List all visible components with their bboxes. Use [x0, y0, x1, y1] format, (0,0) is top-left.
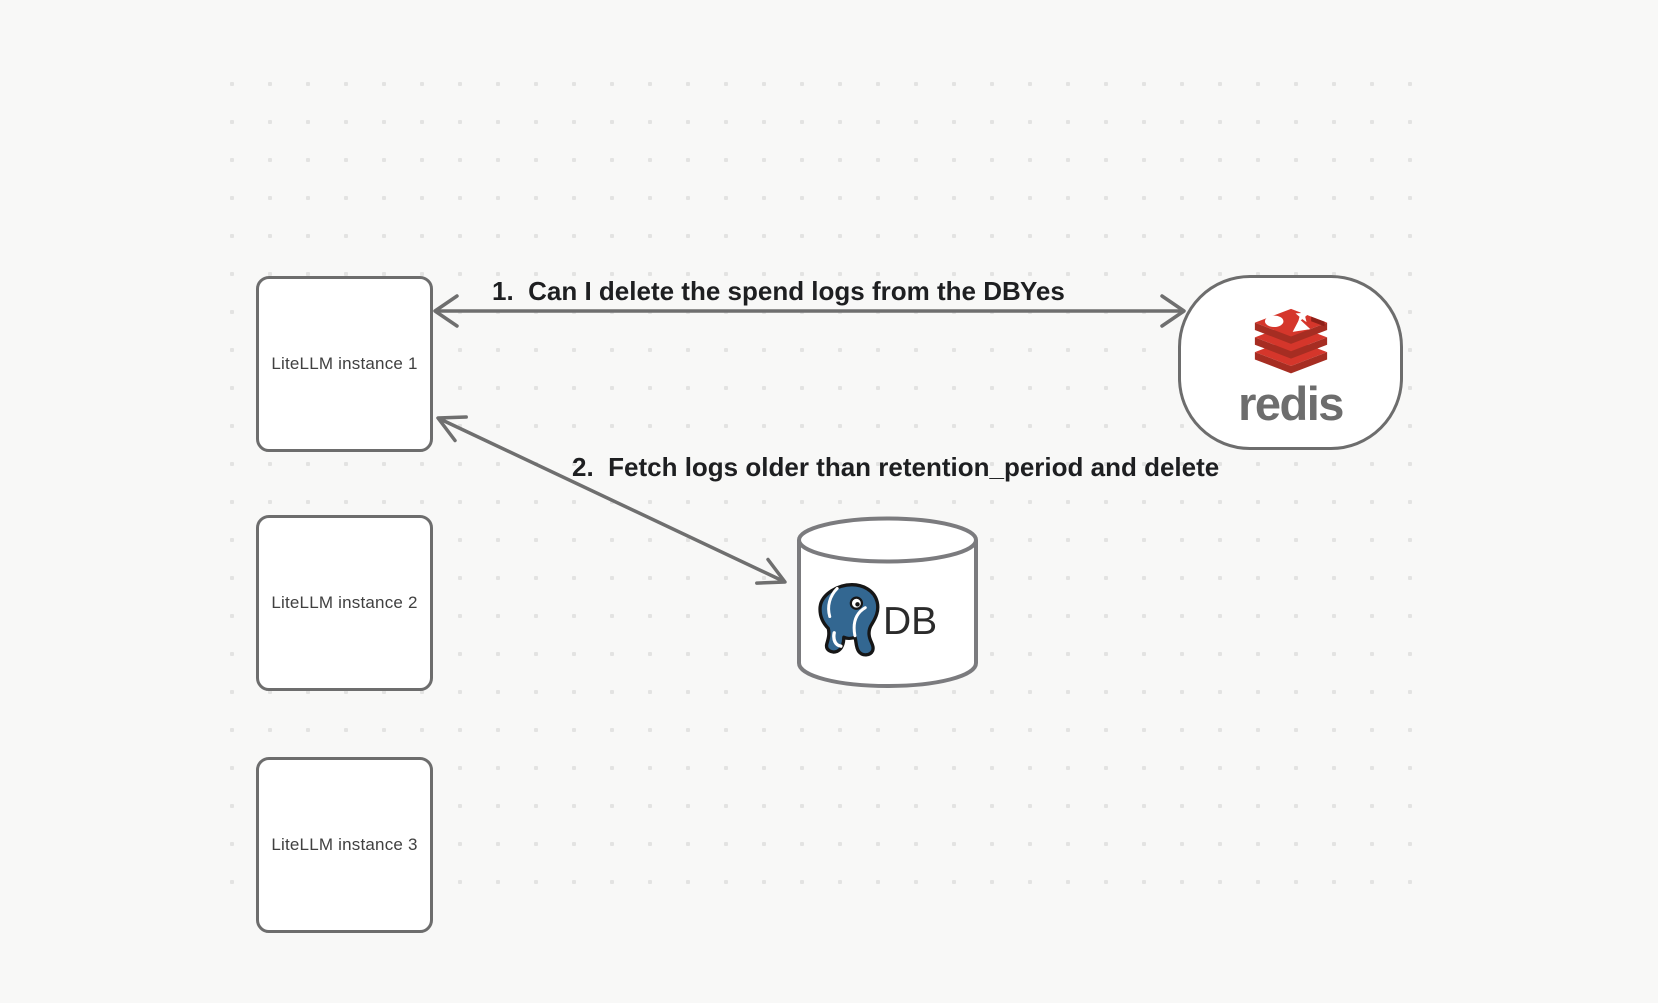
arrow-2-label[interactable]: 2. Fetch logs older than retention_perio…	[572, 452, 1220, 482]
arrow-1[interactable]	[433, 294, 1186, 328]
redis-wordmark: redis	[1238, 377, 1344, 430]
postgresql-logo-icon	[812, 581, 886, 663]
db-label: DB	[883, 600, 938, 643]
node-label: LiteLLM instance 1	[271, 354, 418, 373]
node-label: LiteLLM instance 2	[271, 593, 418, 612]
node-litellm-instance-1[interactable]: LiteLLM instance 1	[256, 276, 433, 452]
redis-logo-icon	[1249, 307, 1333, 382]
arrow-2[interactable]	[436, 415, 787, 585]
node-redis[interactable]: redis	[1178, 275, 1403, 450]
db-cylinder-shape	[797, 516, 978, 689]
arrow-1-label[interactable]: 1. Can I delete the spend logs from the …	[492, 276, 1021, 306]
node-litellm-instance-3[interactable]: LiteLLM instance 3	[256, 757, 433, 933]
arrow-1-response-label[interactable]: Yes	[1020, 276, 1065, 306]
node-db[interactable]: DB	[796, 516, 979, 689]
node-litellm-instance-2[interactable]: LiteLLM instance 2	[256, 515, 433, 691]
node-label: LiteLLM instance 3	[271, 835, 418, 854]
